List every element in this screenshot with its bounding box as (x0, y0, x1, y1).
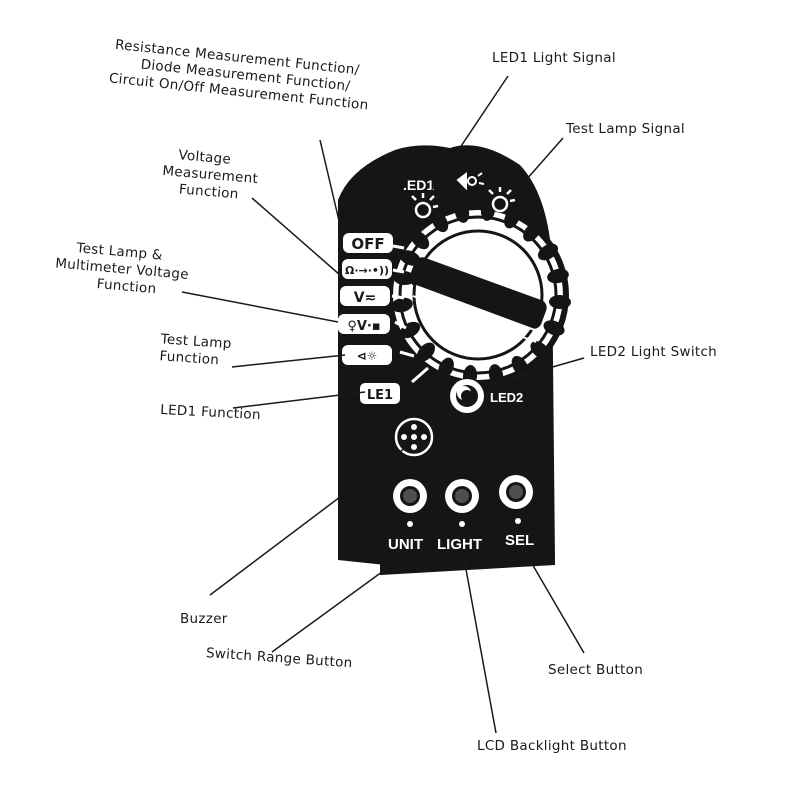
callout-voltage-line1: Voltage (178, 147, 232, 168)
dial-led-text: LE1 (367, 388, 393, 403)
callout-resistance: Resistance Measurement Function/ Diode M… (108, 37, 369, 114)
dial-lamp-volt-text: ♀V·▪ (347, 319, 380, 334)
callout-buzzer: Buzzer (180, 611, 228, 627)
light-label: LIGHT (437, 536, 482, 553)
callout-select: Select Button (548, 662, 643, 678)
dial-label-volt: V≂ (340, 286, 390, 306)
dial-label-lamp: ⊲☼ (342, 345, 392, 365)
lamp-icon (456, 172, 485, 191)
unit-label: UNIT (388, 536, 423, 553)
callout-led1-signal: LED1 Light Signal (492, 50, 616, 66)
callout-test-lamp-multi: Test Lamp & Multimeter Voltage Function (55, 240, 190, 297)
callout-test-lamp-multi-line1: Test Lamp & (75, 240, 164, 264)
dial-label-ohm: Ω·→·•)) (342, 259, 392, 279)
bulb-icon (488, 187, 516, 213)
callout-test-lamp-signal: Test Lamp Signal (565, 121, 685, 137)
callout-switch-range: Switch Range Button (205, 645, 353, 671)
dial-lamp-text: ⊲☼ (357, 349, 378, 363)
callout-voltage: Voltage Measurement Function (162, 147, 259, 202)
dial-off-text: OFF (351, 235, 384, 253)
led1-panel-label: .ED1 (403, 177, 434, 193)
dial-label-led: LE1 (360, 383, 400, 404)
dial-ohm-text: Ω·→·•)) (345, 264, 389, 277)
led2-label: LED2 (490, 390, 523, 405)
callout-led2-switch: LED2 Light Switch (590, 344, 717, 360)
callout-test-lamp-line2: Function (159, 348, 220, 368)
dial-ticks (391, 244, 429, 384)
leader-lines (181, 75, 585, 734)
unit-button[interactable] (393, 479, 427, 527)
led2-switch[interactable]: LED2 (450, 379, 523, 413)
sel-label: SEL (505, 532, 534, 549)
dial-label-off: OFF (343, 233, 393, 253)
dial-label-lamp-volt: ♀V·▪ (338, 314, 390, 334)
rotary-dial[interactable] (387, 198, 571, 387)
dial-volt-text: V≂ (354, 290, 377, 306)
callout-led1-function: LED1 Function (160, 402, 261, 423)
callout-test-lamp-multi-line3: Function (96, 276, 157, 297)
callout-test-lamp-line1: Test Lamp (159, 331, 232, 352)
callout-lcd-backlight: LCD Backlight Button (477, 738, 627, 754)
bulb-icon (411, 193, 439, 219)
callout-voltage-line3: Function (178, 181, 239, 202)
callout-test-lamp: Test Lamp Function (159, 331, 232, 368)
buzzer-icon (394, 417, 434, 457)
dial-pointer (409, 257, 547, 343)
sel-button[interactable] (499, 475, 533, 524)
light-button[interactable] (445, 479, 479, 527)
